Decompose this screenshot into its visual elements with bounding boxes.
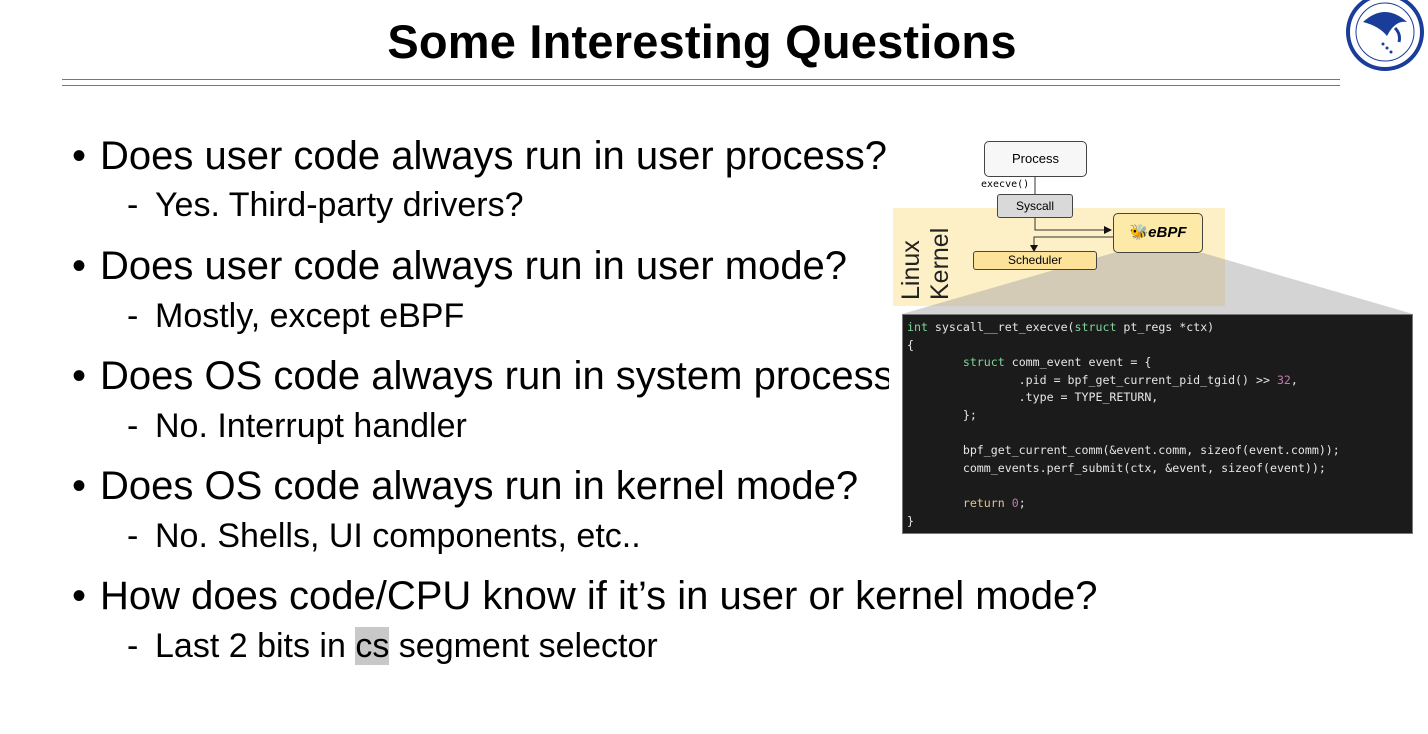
code-token: comm_event event = { (1004, 355, 1152, 370)
bullet-icon: • (72, 134, 87, 178)
sub-bullet-4: -No. Shells, UI components, etc.. (127, 517, 641, 556)
code-line: comm_events.perf_submit(ctx, &event, siz… (907, 460, 1408, 478)
bee-icon: 🐝 (1129, 224, 1149, 241)
bullet-2: • Does user code always run in user mode? (72, 244, 847, 289)
sub-bullet-5: -Last 2 bits in cs segment selector (127, 627, 658, 666)
code-line: } (907, 513, 1408, 531)
code-line: struct comm_event event = { (907, 354, 1408, 372)
code-line: .type = TYPE_RETURN, (907, 389, 1408, 407)
bullet-icon: • (72, 244, 87, 288)
execve-label: execve() (981, 179, 1030, 190)
code-token (907, 478, 914, 492)
sub-bullet-2: -Mostly, except eBPF (127, 297, 464, 336)
question-text: How does code/CPU know if it’s in user o… (100, 574, 1098, 618)
bullet-icon: • (72, 464, 87, 508)
bullet-3: • Does OS code always run in system proce… (72, 354, 916, 399)
scheduler-box: Scheduler (973, 251, 1097, 270)
code-token: pt_regs *ctx) (1116, 320, 1215, 334)
code-token: } (907, 513, 914, 528)
code-line: }; (907, 407, 1408, 425)
code-token (1005, 496, 1012, 510)
code-token: .pid = bpf_get_current_pid_tgid() >> (907, 372, 1277, 387)
answer-text-end: segment selector (389, 627, 658, 665)
slide-title: Some Interesting Questions (387, 15, 1017, 68)
question-text: Does OS code always run in system proces… (100, 354, 916, 398)
code-token: 0 (1011, 495, 1019, 510)
code-token: syscall__ret_execve( (927, 320, 1075, 334)
dash-icon: - (127, 297, 139, 335)
code-line (907, 477, 1408, 495)
code-line: return 0; (907, 495, 1408, 513)
title-divider (62, 79, 1340, 80)
code-line: { (907, 337, 1408, 355)
code-token: .type = TYPE_RETURN, (907, 390, 1159, 405)
code-line: int syscall__ret_execve(struct pt_regs *… (907, 319, 1408, 337)
code-token: }; (907, 407, 977, 422)
code-token: comm_events.perf_submit(ctx, &event, siz… (907, 460, 1326, 475)
answer-text: No. Shells, UI components, etc.. (155, 517, 641, 555)
code-token: return (962, 495, 1005, 510)
code-token: int (907, 320, 928, 334)
title-divider-2 (62, 85, 1340, 86)
code-token: struct (962, 355, 1005, 370)
question-text: Does user code always run in user proces… (100, 134, 888, 178)
answer-text: Last 2 bits in (155, 627, 356, 665)
ebpf-label: eBPF (1148, 224, 1187, 241)
sub-bullet-1: -Yes. Third-party drivers? (127, 186, 524, 225)
code-line: .pid = bpf_get_current_pid_tgid() >> 32, (907, 372, 1408, 390)
code-token: bpf_get_current_comm(&event.comm, sizeof… (907, 443, 1340, 458)
dash-icon: - (127, 407, 139, 445)
code-token (907, 426, 914, 440)
bullet-icon: • (72, 574, 87, 618)
code-token (907, 496, 963, 510)
code-line (907, 425, 1408, 443)
question-text: Does OS code always run in kernel mode? (100, 464, 859, 508)
dash-icon: - (127, 517, 139, 555)
code-token: 32 (1276, 372, 1291, 387)
code-token: , (1290, 372, 1298, 387)
code-token: struct (1074, 320, 1117, 334)
answer-text: Mostly, except eBPF (155, 297, 465, 335)
ebpf-box: 🐝eBPF (1113, 213, 1203, 253)
answer-text: Yes. Third-party drivers? (155, 186, 524, 224)
dash-icon: - (127, 186, 139, 224)
highlighted-cs-register: cs (355, 627, 390, 665)
code-token: ; (1018, 495, 1026, 510)
ebpf-code-block: int syscall__ret_execve(struct pt_regs *… (902, 314, 1413, 534)
sub-bullet-3: -No. Interrupt handler (127, 407, 467, 446)
process-box: Process (984, 141, 1087, 177)
bullet-5: • How does code/CPU know if it’s in user … (72, 574, 1098, 619)
code-token (907, 355, 963, 369)
university-logo (1346, 0, 1424, 71)
code-line: bpf_get_current_comm(&event.comm, sizeof… (907, 442, 1408, 460)
syscall-box: Syscall (997, 194, 1073, 218)
code-token: { (907, 337, 914, 352)
answer-text: No. Interrupt handler (155, 407, 467, 445)
question-text: Does user code always run in user mode? (100, 244, 848, 288)
bullet-icon: • (72, 354, 87, 398)
bullet-4: • Does OS code always run in kernel mode? (72, 464, 858, 509)
bullet-1: • Does user code always run in user proce… (72, 134, 887, 179)
dash-icon: - (127, 627, 139, 665)
